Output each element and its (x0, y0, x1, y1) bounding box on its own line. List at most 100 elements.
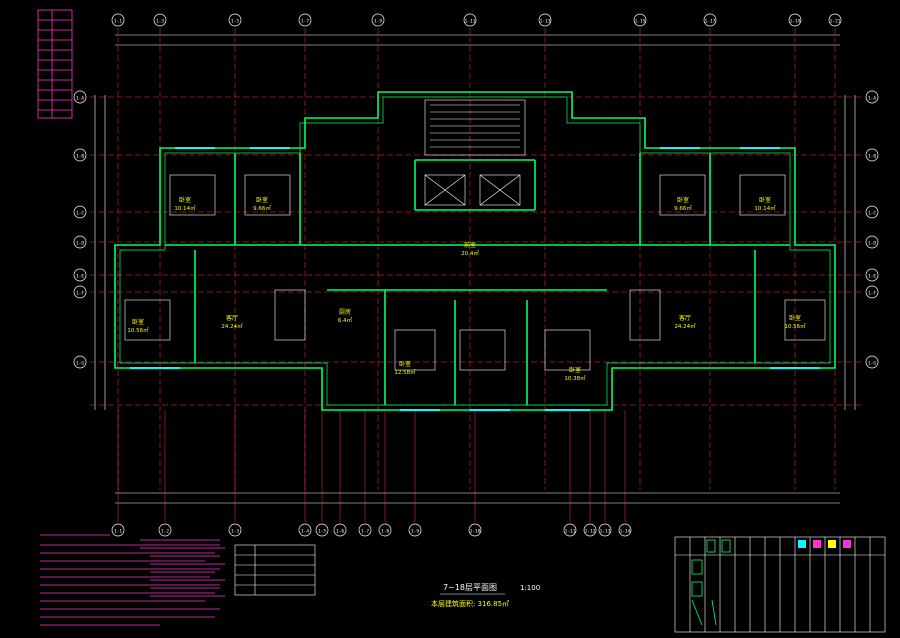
axis-label: 1-11 (565, 529, 576, 535)
axis-label: 1-C (76, 211, 84, 217)
axis-bubble (73, 285, 87, 299)
room-name: 卧室 (759, 196, 771, 204)
axis-bubble (865, 285, 879, 299)
axis-bubble (618, 523, 632, 537)
room-area: 10.56㎡ (784, 322, 806, 330)
axis-label: 1-A (868, 96, 876, 102)
room-name: 卧室 (789, 314, 801, 322)
drawing-scale: 1:100 (520, 584, 540, 592)
room-area: 10.14㎡ (174, 204, 196, 212)
room-area: 10.38㎡ (564, 374, 586, 382)
axis-bubble (111, 13, 125, 27)
axis-label: 1-A (76, 96, 84, 102)
room-name: 卧室 (569, 366, 581, 374)
axis-label: 1-6 (336, 529, 344, 535)
room-name: 厨房 (339, 308, 351, 316)
axis-label: 1-7 (301, 19, 309, 25)
axis-label: 1-8 (381, 529, 389, 535)
room-labels: 卧室10.14㎡卧室9.66㎡卧室10.56㎡客厅24.24㎡厨房6.4㎡卧室1… (127, 196, 806, 382)
room-name: 卧室 (256, 196, 268, 204)
axis-bubble (73, 148, 87, 162)
axis-label: 1-14 (620, 529, 631, 535)
axis-bubble (358, 523, 372, 537)
axis-bubble (865, 355, 879, 369)
axis-label: 1-15 (635, 19, 646, 25)
legend-table (37, 9, 73, 119)
axis-grid (90, 28, 862, 522)
axis-bubble (865, 205, 879, 219)
axis-bubble (865, 268, 879, 282)
axis-bubble (298, 13, 312, 27)
axis-bubble (73, 205, 87, 219)
axis-label: 1-F (76, 291, 84, 297)
axis-label: 1-17 (705, 19, 716, 25)
axis-bubble (298, 523, 312, 537)
room-area: 10.14㎡ (754, 204, 776, 212)
floor-area-text: 本层建筑面积: 316.85㎡ (431, 599, 509, 608)
room-area: 20.4㎡ (461, 249, 479, 257)
axis-label: 1-3 (156, 19, 164, 25)
title-block-colors (798, 540, 851, 548)
drawing-title: 7~18层平面图 (443, 583, 497, 592)
axis-label: 1-E (868, 274, 876, 280)
axis-label: 1-B (868, 154, 876, 160)
axis-bubble (228, 523, 242, 537)
axis-bubble (73, 235, 87, 249)
axis-label: 1-D (76, 241, 84, 247)
axis-label: 1-12 (585, 529, 596, 535)
design-notes (40, 534, 225, 626)
room-name: 卧室 (132, 318, 144, 326)
axis-bubble (463, 13, 477, 27)
axis-bubble (111, 523, 125, 537)
axis-label: 1-13 (540, 19, 551, 25)
axis-bubbles: 1-1 1-3 1-5 1-7 1-9 1-11 1-13 1-15 1-17 1-19 1-21 1… (73, 13, 879, 537)
axis-label: 1-1 (114, 19, 122, 25)
axis-label: 1-5 (231, 19, 239, 25)
axis-bubble (73, 355, 87, 369)
axis-bubble (371, 13, 385, 27)
axis-bubble (633, 13, 647, 27)
axis-bubble (153, 13, 167, 27)
windows (130, 147, 820, 411)
axis-label: 1-19 (790, 19, 801, 25)
axis-label: 1-F (868, 291, 876, 297)
title-block-marks (691, 539, 731, 626)
furniture (124, 174, 826, 371)
axis-bubble (828, 13, 842, 27)
axis-bubble (73, 268, 87, 282)
room-name: 前室 (464, 241, 476, 249)
dimension-lines (94, 34, 856, 504)
axis-bubble (563, 523, 577, 537)
axis-label: 1-9 (374, 19, 382, 25)
axis-bubble (378, 523, 392, 537)
axis-label: 1-G (868, 361, 876, 367)
axis-bubble (865, 148, 879, 162)
room-area: 9.66㎡ (674, 204, 692, 212)
room-area: 24.24㎡ (221, 322, 243, 330)
axis-bubble (703, 13, 717, 27)
building-walls (114, 91, 836, 411)
axis-label: 1-G (76, 361, 84, 367)
axis-label: 1-7 (361, 529, 369, 535)
axis-label: 1-3 (231, 529, 239, 535)
axis-label: 1-13 (600, 529, 611, 535)
axis-label: 1-B (76, 154, 84, 160)
axis-label: 1-2 (161, 529, 169, 535)
axis-bubble (158, 523, 172, 537)
room-area: 10.56㎡ (127, 326, 149, 334)
room-name: 卧室 (179, 196, 191, 204)
axis-bubble (788, 13, 802, 27)
axis-label: 1-1 (114, 529, 122, 535)
room-area: 24.24㎡ (674, 322, 696, 330)
axis-label: 1-9 (411, 529, 419, 535)
axis-label: 1-21 (830, 19, 841, 25)
axis-bubble (598, 523, 612, 537)
axis-bubble (333, 523, 347, 537)
room-name: 卧室 (399, 360, 411, 368)
axis-bubble (583, 523, 597, 537)
axis-label: 1-4 (301, 529, 309, 535)
room-area: 9.66㎡ (253, 204, 271, 212)
axis-label: 1-11 (465, 19, 476, 25)
room-area: 6.4㎡ (338, 316, 353, 324)
